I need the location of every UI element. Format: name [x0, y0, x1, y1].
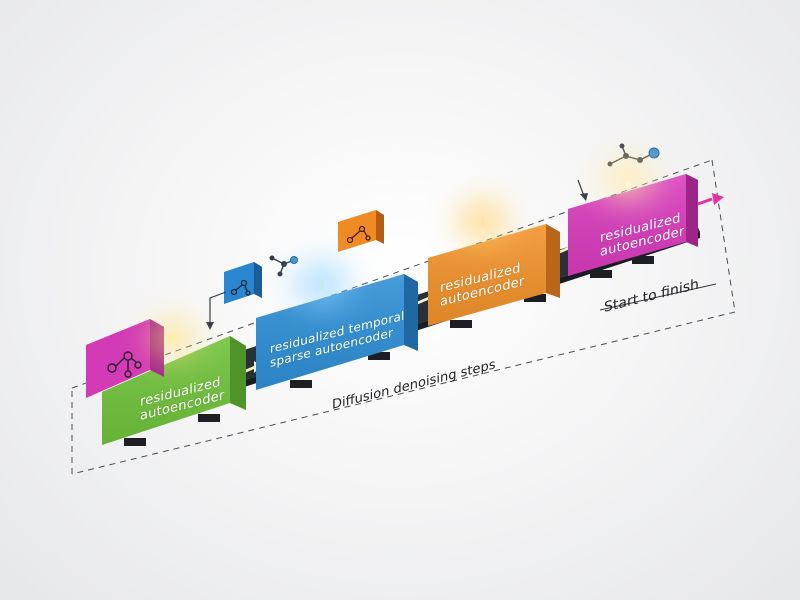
stage-3-side [546, 224, 560, 298]
stage-4-side [686, 174, 698, 247]
start-finish-underline [599, 283, 717, 311]
connector-arrowhead [206, 322, 214, 330]
stage-feet [124, 256, 654, 446]
exit-arrow [697, 193, 724, 206]
molecule-icon [269, 255, 298, 277]
glow [296, 262, 348, 306]
glow [600, 156, 656, 200]
glow [150, 318, 196, 358]
floating-blue-cube [224, 262, 262, 304]
orange-cube-side [376, 210, 384, 244]
connector-arrowhead [580, 193, 588, 201]
floating-orange-cube [338, 210, 384, 252]
stage-1-side [230, 336, 246, 410]
magenta-cube-front [86, 319, 150, 398]
glow [458, 200, 508, 244]
molecule-icon [230, 279, 251, 296]
stage-2-side [404, 274, 418, 351]
stage-4-box [568, 174, 698, 276]
molecule-icon [346, 225, 371, 244]
stage-1-box [102, 336, 246, 445]
orange-cube-front [338, 210, 376, 252]
connector-line [209, 291, 227, 325]
blue-cube-side [254, 262, 262, 298]
blue-cube-front [224, 262, 254, 304]
stage-3-box [428, 224, 560, 326]
molecule-icon [107, 351, 142, 378]
